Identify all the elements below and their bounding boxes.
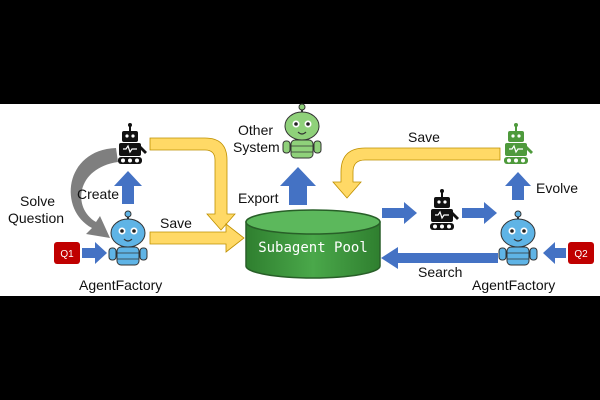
other-system-label: Other System	[233, 122, 280, 155]
query-badge-q2: Q2	[568, 242, 594, 264]
other-system-line-1: Other	[238, 122, 273, 138]
black-robot-icon	[430, 189, 459, 230]
q2-arrow	[543, 242, 566, 264]
pool-to-subagent-arrow	[382, 202, 417, 224]
green-robot-icon	[282, 103, 322, 159]
subagent-to-factory-arrow	[462, 202, 497, 224]
save-from-right-arrow	[332, 147, 501, 199]
save-top-label: Save	[408, 129, 440, 145]
create-arrow	[114, 171, 142, 204]
solve-question-line-2: Question	[8, 210, 64, 226]
save-left-label: Save	[160, 215, 192, 231]
subagent-pool: Subagent Pool	[245, 209, 381, 279]
create-label: Create	[77, 186, 119, 202]
q1-arrow	[82, 242, 107, 264]
agentfactory-left-label: AgentFactory	[79, 277, 162, 293]
evolve-arrow	[505, 172, 531, 200]
save-to-pool-arrow	[149, 223, 245, 253]
blue-robot-icon	[108, 210, 148, 266]
subagent-pool-label: Subagent Pool	[258, 240, 368, 256]
solve-question-line-1: Solve	[20, 193, 55, 209]
solve-question-label: Solve Question	[8, 193, 64, 226]
save-from-robot-arrow	[149, 137, 236, 231]
solve-question-arrow	[70, 148, 118, 238]
evolve-label: Evolve	[536, 180, 578, 196]
agentfactory-right-label: AgentFactory	[472, 277, 555, 293]
search-arrow	[381, 247, 498, 269]
q2-label: Q2	[574, 249, 588, 260]
search-label: Search	[418, 264, 462, 280]
export-arrow	[280, 167, 316, 205]
other-system-line-2: System	[233, 139, 280, 155]
blue-robot-icon	[498, 210, 538, 266]
export-label: Export	[238, 190, 279, 206]
query-badge-q1: Q1	[54, 242, 80, 264]
q1-label: Q1	[60, 249, 74, 260]
dark-green-robot-icon	[504, 123, 533, 164]
black-robot-icon	[118, 123, 147, 164]
